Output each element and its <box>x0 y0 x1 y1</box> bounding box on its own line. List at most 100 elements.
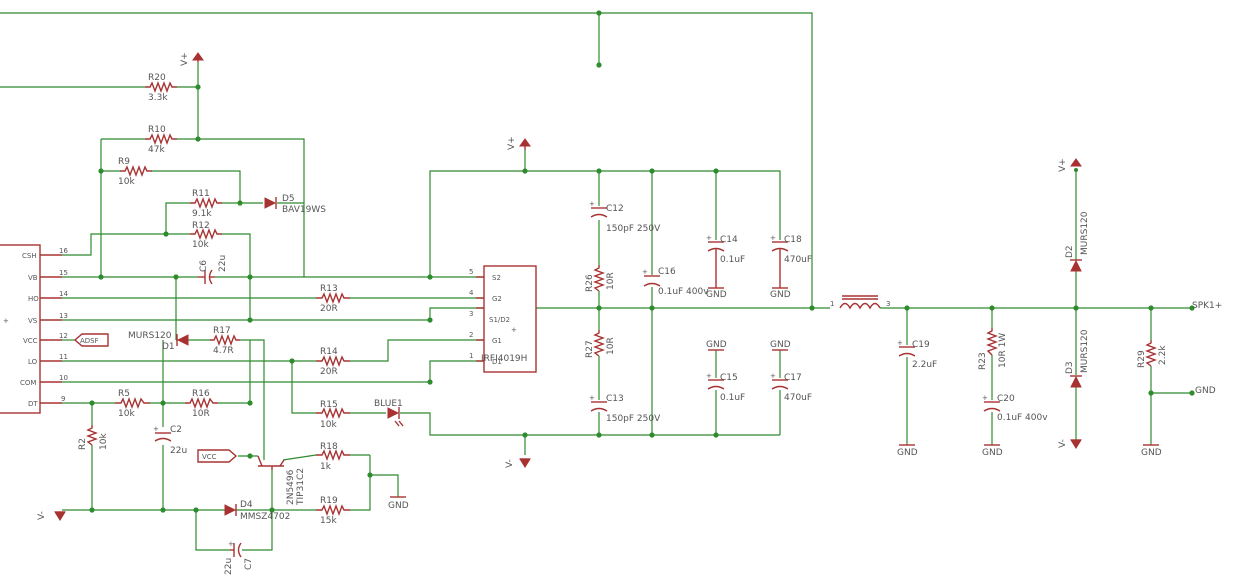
resistors <box>86 81 1157 516</box>
mosfet-pin-name: S2 <box>492 274 501 282</box>
r2-ref: R2 <box>78 438 88 450</box>
gnd-symbol: GND <box>1141 444 1162 458</box>
r10-ref: R10 <box>148 125 166 135</box>
r26-ref: R26 <box>585 274 595 292</box>
gnd-symbol: GND <box>770 290 791 300</box>
diode-d4 <box>224 504 237 516</box>
r14-value: 20R <box>320 367 338 377</box>
c7-ref: C7 <box>244 558 254 570</box>
gnd-symbol: GND <box>897 444 918 458</box>
vminus-label: V- <box>37 511 47 520</box>
driver-pin-num: 11 <box>59 353 68 361</box>
capacitor-c20: + <box>982 394 1001 412</box>
driver-pin-num: 16 <box>59 247 68 255</box>
c20-ref: C20 <box>997 394 1015 404</box>
capacitor-labels: C6 22u C2 22u 22u C7 C12 150pF 250V C13 … <box>170 204 1048 575</box>
resistor-r12 <box>190 228 222 240</box>
d3-value: MURS120 <box>1080 329 1090 373</box>
c18-value: 470uF <box>784 255 812 265</box>
r15-value: 10k <box>320 420 337 430</box>
r11-value: 9.1k <box>192 209 212 219</box>
resistor-r17 <box>210 334 240 346</box>
resistor-r20 <box>145 81 177 93</box>
c7-value: 22u <box>224 558 234 575</box>
vminus-label: V- <box>1058 439 1068 448</box>
resistor-r11 <box>190 197 222 209</box>
svg-text:+: + <box>228 540 234 548</box>
capacitor-c13: + <box>589 394 608 412</box>
c14-value: 0.1uF <box>720 255 745 265</box>
diode-d3 <box>1070 375 1082 388</box>
r29-ref: R29 <box>1137 350 1147 368</box>
svg-text:+: + <box>153 425 159 433</box>
gnd-symbol: GND <box>982 444 1003 458</box>
c18-ref: C18 <box>784 235 802 245</box>
r18-ref: R18 <box>320 442 338 452</box>
capacitor-c6 <box>198 269 215 285</box>
vminus-label: V- <box>505 459 515 468</box>
driver-pin-num: 13 <box>59 312 68 320</box>
r13-ref: R13 <box>320 284 338 294</box>
r10-value: 47k <box>148 145 165 155</box>
gnd-symbol: GND <box>706 340 727 350</box>
inductor-pin3: 3 <box>886 300 890 308</box>
mosfet-pin-num: 2 <box>469 331 473 339</box>
r18-value: 1k <box>320 462 332 472</box>
diode-d5 <box>264 197 277 209</box>
r11-ref: R11 <box>192 189 210 199</box>
inductor: 1 3 <box>830 295 890 310</box>
gnd-label: GND <box>982 448 1003 458</box>
r9-ref: R9 <box>118 157 130 167</box>
r15-ref: R15 <box>320 400 338 410</box>
d5-ref: D5 <box>282 194 295 204</box>
driver-pin-name: VCC <box>23 337 38 345</box>
mosfet-pin-name: G1 <box>492 337 502 345</box>
c17-value: 470uF <box>784 393 812 403</box>
driver-pin-name: COM <box>20 379 36 387</box>
capacitors: + + + + + + + + + + + <box>153 200 1001 558</box>
capacitor-c15: + <box>706 349 725 390</box>
resistor-r16 <box>185 397 218 409</box>
c12-ref: C12 <box>606 204 624 214</box>
resistor-r9 <box>120 165 152 177</box>
vplus-label: V+ <box>180 52 190 66</box>
r5-ref: R5 <box>118 389 130 399</box>
capacitor-c17: + <box>770 349 789 390</box>
c2-ref: C2 <box>170 425 182 435</box>
gnd-label: GND <box>706 290 727 300</box>
c15-value: 0.1uF <box>720 393 745 403</box>
d2-value: MURS120 <box>1080 211 1090 255</box>
capacitor-c7: + <box>228 540 242 558</box>
driver-pin-num: 12 <box>59 332 68 340</box>
transistor-alt-part: TIP31C2 <box>296 468 306 506</box>
r13-value: 20R <box>320 304 338 314</box>
driver-pin-num: 9 <box>61 395 65 403</box>
driver-pin-name: VB <box>28 274 38 282</box>
r16-ref: R16 <box>192 389 210 399</box>
gnd-output-label: GND <box>1195 386 1216 396</box>
inductor-pin1: 1 <box>830 300 834 308</box>
r26-value: 10R <box>606 272 616 290</box>
d4-ref: D4 <box>240 500 253 510</box>
gnd-label: GND <box>897 448 918 458</box>
c12-value: 150pF 250V <box>606 224 661 234</box>
r23-ref: R23 <box>978 352 988 370</box>
capacitor-c18: + <box>770 234 789 289</box>
driver-pin-num: 10 <box>59 374 68 382</box>
driver-pin-name: VS <box>28 317 38 325</box>
r5-value: 10k <box>118 409 135 419</box>
c16-value: 0.1uF 400v <box>658 287 709 297</box>
r12-value: 10k <box>192 240 209 250</box>
r2-value: 10k <box>99 433 109 450</box>
resistor-r29 <box>1145 340 1157 367</box>
r17-value: 4.7R <box>213 346 234 356</box>
gnd-label: GND <box>706 340 727 350</box>
svg-text:+: + <box>706 372 712 380</box>
gnd-label: GND <box>388 501 409 511</box>
c17-ref: C17 <box>784 373 802 383</box>
resistor-r18 <box>316 449 350 461</box>
resistor-r19 <box>316 504 350 516</box>
c14-ref: C14 <box>720 235 738 245</box>
vplus-symbol: V+ <box>1058 158 1082 172</box>
